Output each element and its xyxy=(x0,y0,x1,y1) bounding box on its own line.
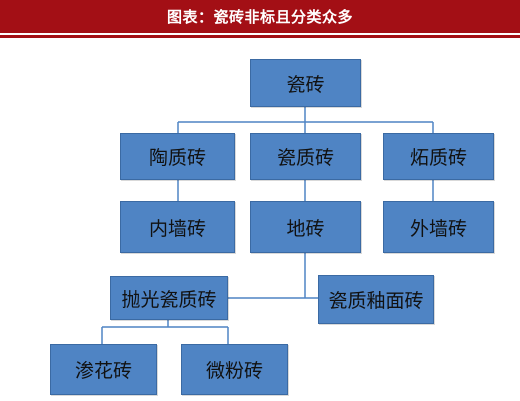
node-label: 外墙砖 xyxy=(409,217,467,240)
node-label: 内墙砖 xyxy=(148,217,206,240)
node-label: 抛光瓷质砖 xyxy=(121,288,217,311)
node-shen-hua-zhuan: 渗花砖 xyxy=(50,344,157,395)
node-label: 地砖 xyxy=(286,217,325,240)
node-nei-qiang-zhuan: 内墙砖 xyxy=(120,201,235,253)
node-tao-zhi-zhuan: 陶质砖 xyxy=(120,133,235,180)
node-di-zhuan: 地砖 xyxy=(250,201,361,253)
node-wei-fen-zhuan: 微粉砖 xyxy=(181,344,288,395)
node-label: 炻质砖 xyxy=(409,147,467,169)
node-label: 瓷质釉面砖 xyxy=(328,290,424,312)
node-pao-guang-ci-zhi-zhuan: 抛光瓷质砖 xyxy=(110,276,228,320)
node-ci-zhi-zhuan: 瓷质砖 xyxy=(250,133,361,180)
header-divider xyxy=(0,35,520,38)
node-ci-zhuan-root: 瓷砖 xyxy=(250,59,361,107)
node-label: 陶质砖 xyxy=(148,147,206,169)
header-bar: 图表：瓷砖非标且分类众多 xyxy=(0,0,520,33)
node-ci-zhi-you-mian-zhuan: 瓷质釉面砖 xyxy=(318,275,434,324)
node-label: 瓷砖 xyxy=(286,73,325,96)
node-wai-qiang-zhuan: 外墙砖 xyxy=(383,201,494,253)
header-title: 图表：瓷砖非标且分类众多 xyxy=(166,8,353,26)
node-label: 渗花砖 xyxy=(74,360,132,382)
node-label: 微粉砖 xyxy=(205,360,263,382)
node-shi-zhi-zhuan: 炻质砖 xyxy=(383,133,494,180)
node-label: 瓷质砖 xyxy=(276,147,334,169)
